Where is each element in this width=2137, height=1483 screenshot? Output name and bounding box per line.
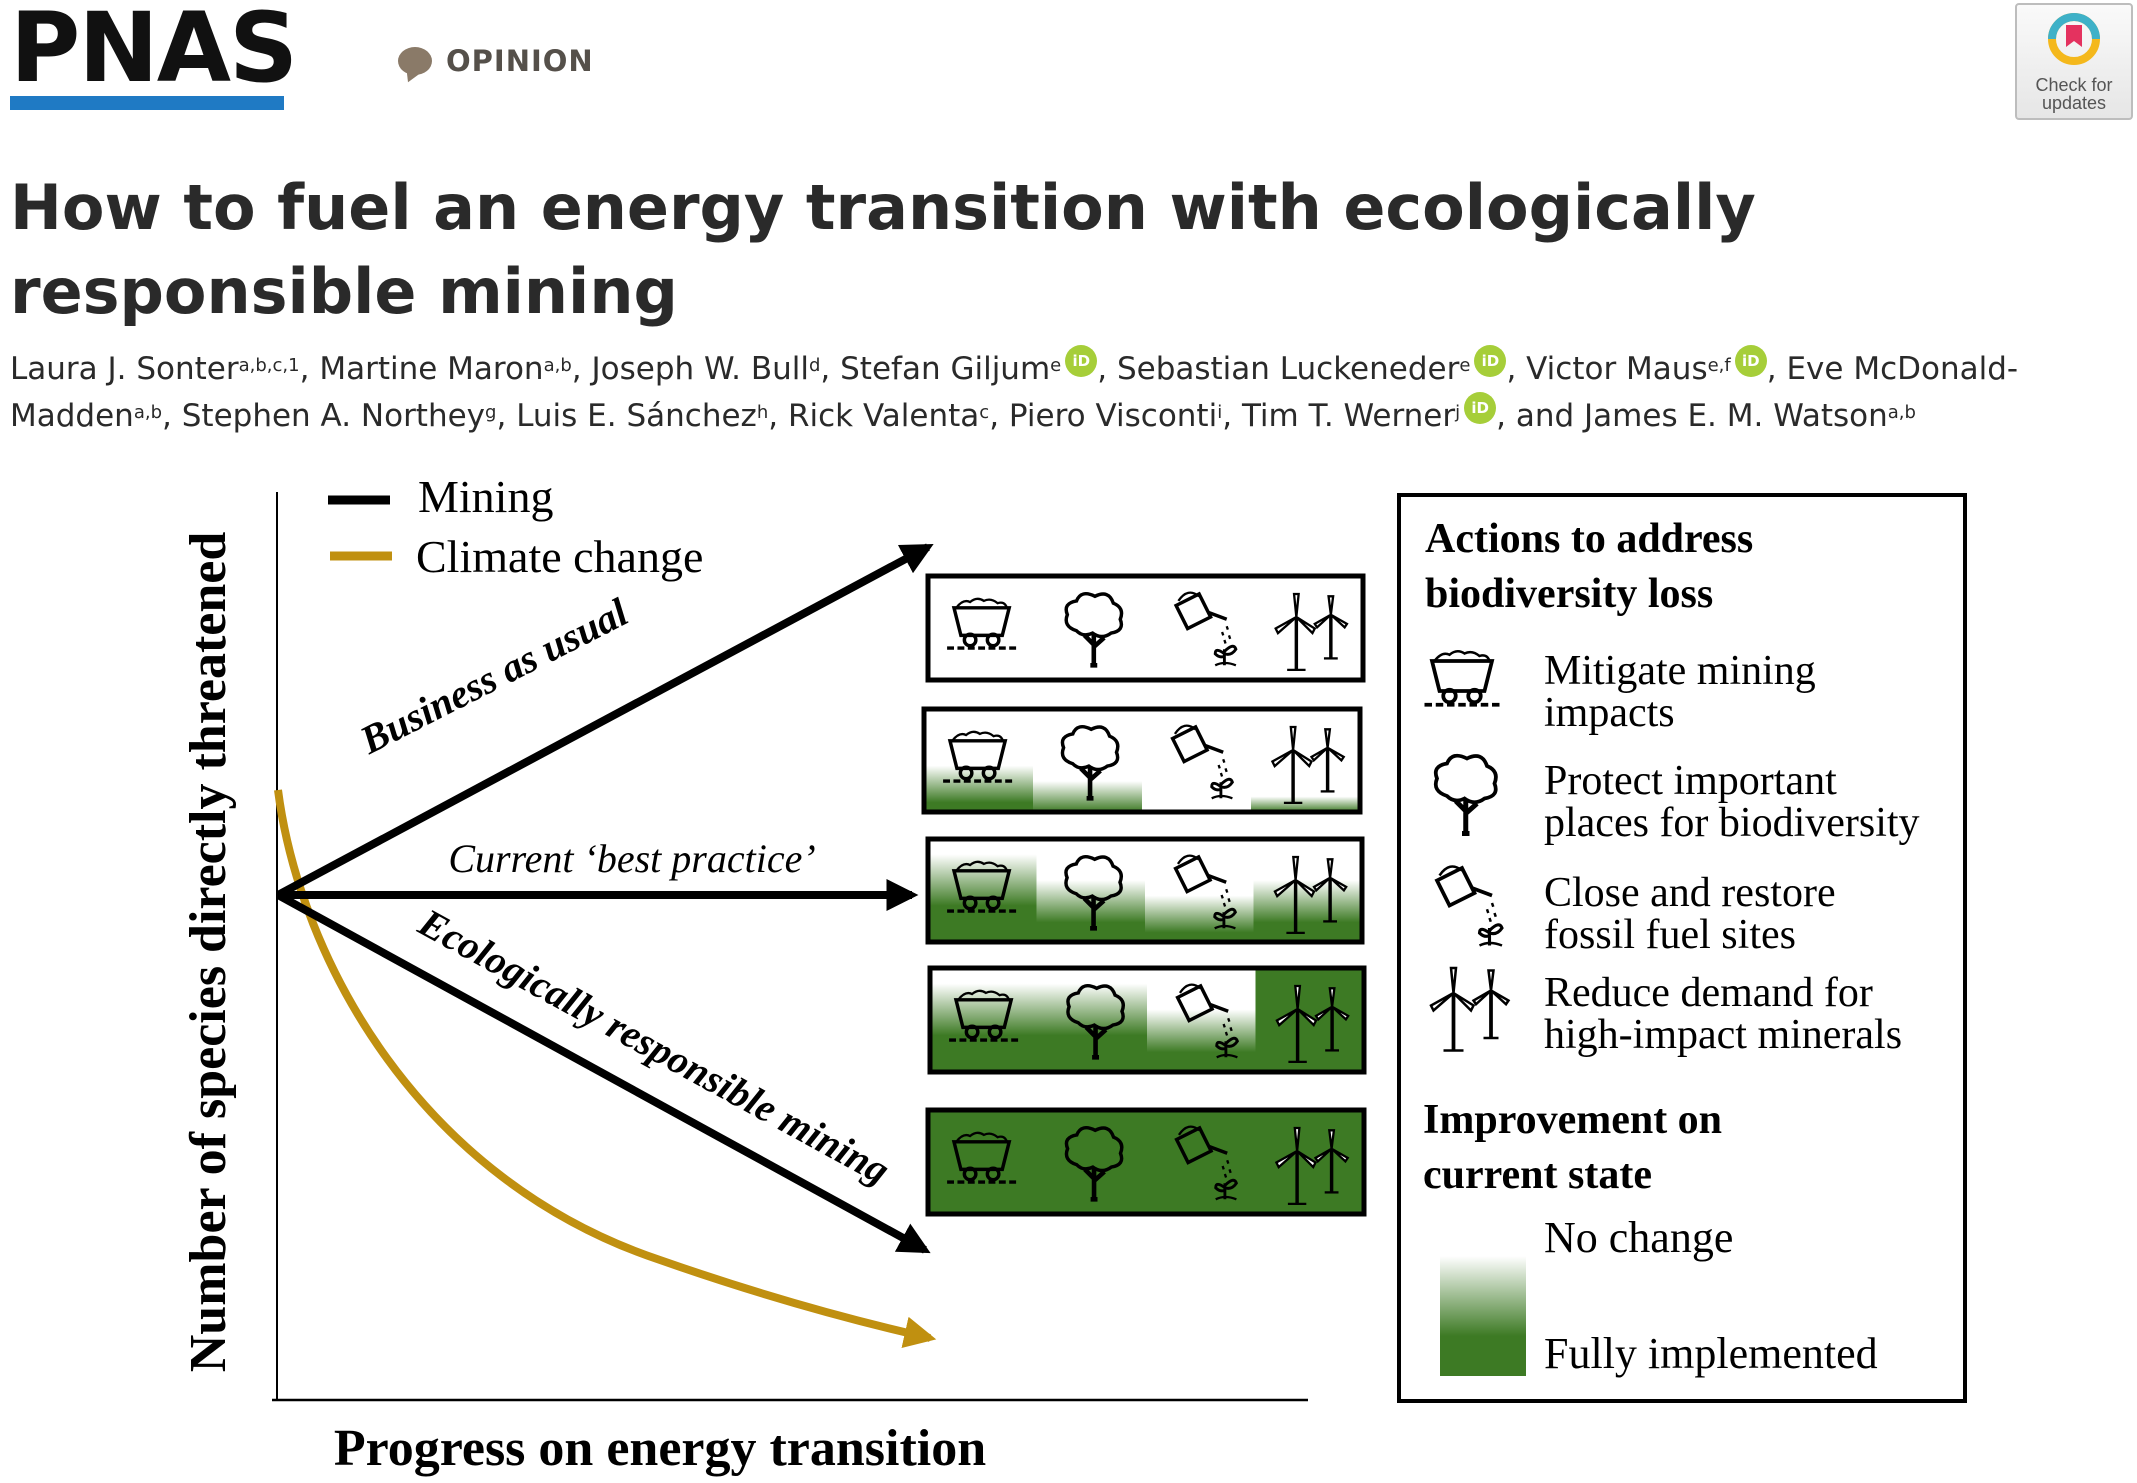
scenario-row-frame <box>927 965 1367 1075</box>
ecological-mining-label: Ecologically responsible mining <box>411 899 897 1193</box>
crossmark-icon <box>2048 13 2100 65</box>
speech-bubble-icon <box>398 47 432 75</box>
improvement-title-line2: current state <box>1423 1152 1652 1198</box>
tree-icon <box>1066 594 1121 666</box>
climate-change-curve <box>274 789 937 1348</box>
legend-mining-label: Mining <box>418 471 553 522</box>
legend-climate-label: Climate change <box>416 531 703 582</box>
watering-can-icon <box>1170 723 1235 801</box>
panel-action-label: places for biodiversity <box>1544 800 1920 846</box>
scenario-row <box>925 573 1366 683</box>
scenario-cell-fill <box>928 1110 1037 1214</box>
author-affiliation[interactable]: i <box>1217 402 1223 423</box>
scenario-cell-fill <box>924 709 1033 812</box>
wind-turbine-icon <box>1273 592 1349 672</box>
scenario-row <box>927 965 1367 1075</box>
author-name[interactable]: Victor Maus <box>1526 351 1708 387</box>
section-badge: OPINION <box>398 44 594 78</box>
scenario-row <box>925 836 1365 945</box>
scenario-cell-fill <box>1146 1110 1255 1214</box>
ecological-mining-arrow <box>276 891 931 1254</box>
author-name[interactable]: Eve McDonald-Madden <box>10 351 2019 434</box>
logo-underline <box>10 96 284 110</box>
author-name[interactable]: Piero Visconti <box>1008 398 1218 434</box>
scenario-cell-fill <box>1145 839 1254 942</box>
scenario-row-frame <box>925 1107 1367 1217</box>
author-name[interactable]: Martine Maron <box>319 351 544 387</box>
watering-can-icon <box>1174 590 1238 668</box>
mine-cart-icon <box>945 597 1018 650</box>
author-name[interactable]: Joseph W. Bull <box>591 351 809 387</box>
scale-high-label: Fully implemented <box>1544 1329 1878 1378</box>
author-name[interactable]: Luis E. Sánchez <box>516 398 757 434</box>
author-affiliation[interactable]: a,b <box>133 402 163 423</box>
business-as-usual-arrow <box>276 543 934 899</box>
article-title: How to fuel an energy transition with ec… <box>10 171 1756 328</box>
orcid-icon[interactable]: iD <box>1734 344 1767 377</box>
author-affiliation[interactable]: e <box>1050 355 1062 376</box>
panel-action-label: Reduce demand for <box>1544 970 1873 1016</box>
orcid-icon[interactable]: iD <box>1474 344 1507 377</box>
author-name[interactable]: Rick Valenta <box>787 398 980 434</box>
improvement-scale-bar <box>1440 1216 1526 1376</box>
check-for-updates-label: Check for updates <box>2035 75 2113 113</box>
check-for-updates-button[interactable]: Check for updates <box>2015 3 2133 120</box>
figure: Number of species directly threatened Pr… <box>180 471 1967 1477</box>
author-name[interactable]: Sebastian Luckeneder <box>1116 351 1460 387</box>
author-affiliation[interactable]: e <box>1459 355 1471 376</box>
scenario-row <box>925 1107 1367 1217</box>
scenario-row <box>921 706 1363 815</box>
journal-logo[interactable]: PNAS <box>10 0 298 104</box>
best-practice-label: Current ‘best practice’ <box>448 836 815 881</box>
scenario-cell-fill <box>1147 968 1256 1072</box>
panel-title-line1: Actions to address <box>1425 516 1753 562</box>
author-affiliation[interactable]: j <box>1455 402 1461 423</box>
panel-action-label: high-impact minerals <box>1544 1012 1902 1058</box>
author-affiliation[interactable]: g <box>485 402 497 423</box>
author-affiliation[interactable]: c <box>979 402 990 423</box>
author-name[interactable]: Stefan Giljum <box>840 351 1051 387</box>
section-label: OPINION <box>446 44 594 78</box>
author-name[interactable]: James E. M. Watson <box>1584 398 1888 434</box>
scale-low-label: No change <box>1544 1213 1733 1262</box>
x-axis-label: Progress on energy transition <box>334 1420 986 1477</box>
scenario-cell-fill <box>930 968 1039 1072</box>
author-affiliation[interactable]: a,b <box>543 355 572 376</box>
orcid-icon[interactable]: iD <box>1065 344 1098 377</box>
y-axis-label: Number of species directly threatened <box>180 532 237 1373</box>
business-as-usual-label: Business as usual <box>352 589 636 763</box>
improvement-title-line1: Improvement on <box>1423 1097 1722 1143</box>
author-list: Laura J. Sontera,b,c,1, Martine Marona,b… <box>10 344 2130 440</box>
panel-action-label: Protect important <box>1544 758 1837 804</box>
panel-title-line2: biodiversity loss <box>1425 571 1713 617</box>
author-affiliation[interactable]: h <box>756 402 769 423</box>
scenario-row-frame <box>925 573 1366 683</box>
orcid-icon[interactable]: iD <box>1464 391 1497 424</box>
author-affiliation[interactable]: d <box>808 355 821 376</box>
panel-action-label: fossil fuel sites <box>1544 912 1796 958</box>
scenario-row-frame <box>925 836 1365 945</box>
author-affiliation[interactable]: a,b,c,1 <box>238 355 300 376</box>
panel-action-label: impacts <box>1544 690 1675 736</box>
author-affiliation[interactable]: e,f <box>1707 355 1731 376</box>
scenario-row-frame <box>921 706 1363 815</box>
scenario-rows <box>921 573 1367 1217</box>
author-name[interactable]: Laura J. Sonter <box>10 351 239 387</box>
panel-action-label: Close and restore <box>1544 870 1836 916</box>
panel-action-label: Mitigate mining <box>1544 648 1816 694</box>
scenario-cell-fill <box>928 839 1037 942</box>
author-name[interactable]: Stephen A. Northey <box>181 398 486 434</box>
author-name[interactable]: Tim T. Werner <box>1241 398 1456 434</box>
author-affiliation[interactable]: a,b <box>1887 402 1916 423</box>
